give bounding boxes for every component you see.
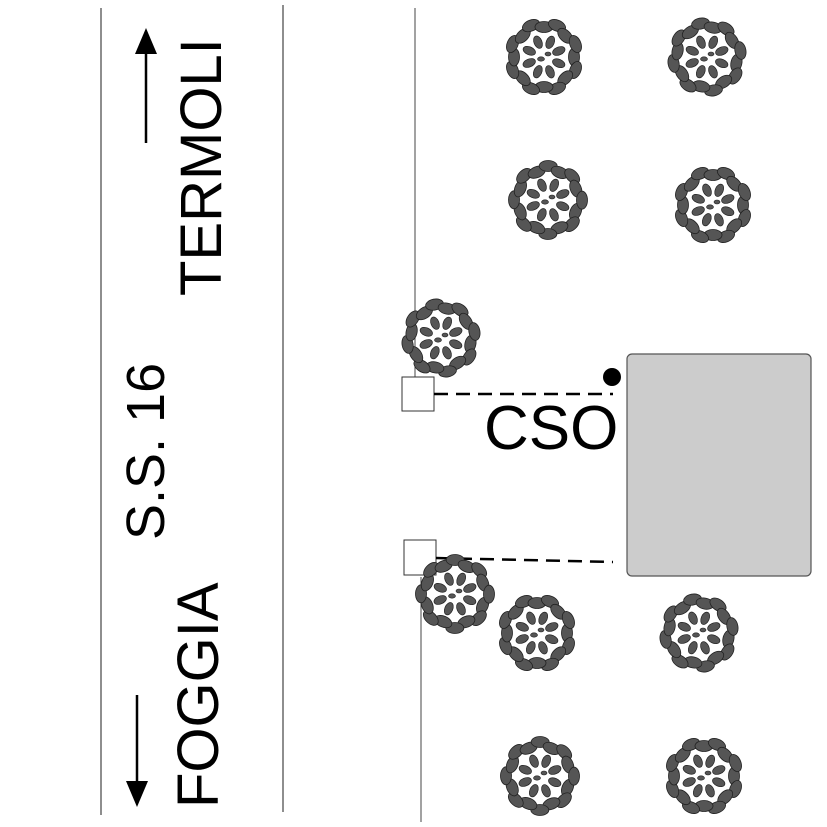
location-marker-dot — [603, 368, 621, 386]
access-line-south — [435, 556, 614, 564]
arrow-down-icon — [126, 695, 148, 807]
tree-icon — [666, 738, 742, 814]
road-name-label: S.S. 16 — [116, 363, 176, 540]
tree-icon — [659, 593, 739, 673]
cso-label: CSO — [484, 394, 618, 463]
tree-icon — [415, 554, 495, 634]
tree-icon — [667, 17, 747, 97]
tree-icon — [401, 298, 481, 378]
tree-icon — [500, 736, 580, 816]
arrow-up-icon — [135, 28, 157, 143]
gate-post-north — [401, 376, 435, 412]
tree-icon — [675, 167, 751, 243]
cso-building — [626, 353, 812, 577]
tree-icon — [506, 19, 582, 95]
trees-layer — [401, 17, 751, 816]
tree-icon — [508, 160, 588, 240]
tree-icon — [499, 595, 575, 671]
direction-label-foggia: FOGGIA — [166, 582, 231, 808]
direction-label-termoli: TERMOLI — [169, 38, 234, 296]
